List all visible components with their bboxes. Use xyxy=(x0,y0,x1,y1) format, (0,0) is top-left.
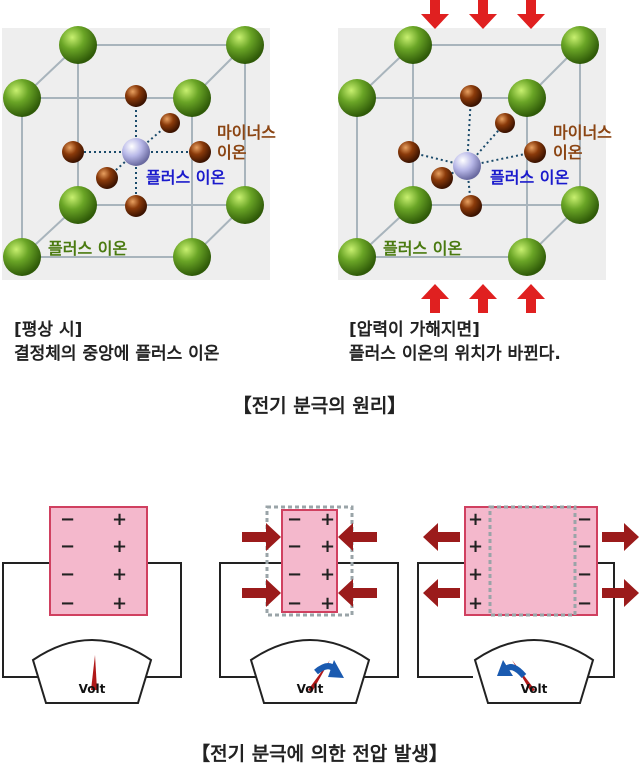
corner-ion-label: 플러스 이온 xyxy=(48,239,127,258)
voltmeter xyxy=(249,639,371,704)
crystal-block xyxy=(281,509,338,613)
right-arrow-icon xyxy=(242,579,281,607)
caption-normal-text: 결정체의 중앙에 플러스 이온 xyxy=(14,344,220,364)
center-plus-ion xyxy=(122,138,150,166)
left-arrow-icon xyxy=(423,579,460,607)
caption-pressure: [압력이 가해지면] 플러스 이온의 위치가 바뀐다. xyxy=(349,318,561,366)
svg-text:−: − xyxy=(60,509,75,530)
svg-text:−: − xyxy=(60,536,75,557)
svg-text:+: + xyxy=(320,564,335,585)
up-arrow-icon xyxy=(517,284,545,313)
right-arrow-icon xyxy=(242,523,281,551)
svg-text:+: + xyxy=(112,509,127,530)
pressure-arrows-bottom xyxy=(421,284,545,313)
original-outline xyxy=(488,505,577,617)
right-arrow-icon xyxy=(602,579,639,607)
curved-arrow-icon xyxy=(497,660,513,676)
right-arrow-icon xyxy=(602,523,639,551)
center-ion-label: 플러스 이온 xyxy=(490,168,569,187)
original-outline xyxy=(265,505,354,617)
svg-text:−: − xyxy=(60,593,75,614)
center-plus-ion xyxy=(453,152,481,180)
minus-ion-label-1: 마이너스 xyxy=(553,123,612,142)
svg-text:+: + xyxy=(468,564,483,585)
caption-pressure-title: [압력이 가해지면] xyxy=(349,320,480,340)
charge-signs: − + − + − + − + xyxy=(60,509,127,614)
minus-ions xyxy=(398,85,546,217)
up-arrow-icon xyxy=(469,284,497,313)
svg-text:+: + xyxy=(468,536,483,557)
stretch-arrows xyxy=(423,523,639,607)
crystal-block xyxy=(49,506,148,616)
down-arrow-icon xyxy=(469,0,497,29)
minus-ion-label-2: 이온 xyxy=(217,143,247,162)
compress-arrows xyxy=(242,523,377,607)
voltage-circuit-neutral: − + − + − + − + Volt xyxy=(2,506,182,704)
minus-ion-label-2: 이온 xyxy=(553,143,583,162)
svg-text:−: − xyxy=(287,593,302,614)
curved-arrow-icon xyxy=(328,660,344,678)
svg-text:−: − xyxy=(287,536,302,557)
minus-ions xyxy=(62,85,211,217)
svg-text:+: + xyxy=(320,536,335,557)
svg-text:−: − xyxy=(577,593,592,614)
crystal-pressed: 마이너스 이온 플러스 이온 플러스 이온 xyxy=(338,0,612,313)
corner-ion-label: 플러스 이온 xyxy=(383,239,462,258)
svg-text:−: − xyxy=(577,509,592,530)
svg-text:−: − xyxy=(577,536,592,557)
meter-needle xyxy=(91,655,97,690)
voltmeter xyxy=(31,639,153,704)
caption-normal: [평상 시] 결정체의 중앙에 플러스 이온 xyxy=(14,318,219,366)
svg-text:+: + xyxy=(320,509,335,530)
left-arrow-icon xyxy=(338,579,377,607)
title-voltage: 【전기 분극에 의한 전압 발생】 xyxy=(191,743,448,765)
charge-signs: + − + − + − + − xyxy=(468,509,592,614)
voltage-circuit-compressed: −+ −+ −+ −+ Volt xyxy=(219,505,399,704)
up-arrow-icon xyxy=(421,284,449,313)
minus-ion-label-1: 마이너스 xyxy=(217,123,276,142)
corner-plus-ions xyxy=(3,26,264,276)
charge-signs: −+ −+ −+ −+ xyxy=(287,509,335,614)
crystal-block xyxy=(464,506,598,616)
svg-text:+: + xyxy=(112,536,127,557)
svg-text:−: − xyxy=(577,564,592,585)
corner-plus-ions xyxy=(338,26,599,276)
voltage-circuit-stretched: + − + − + − + − Volt xyxy=(417,505,639,704)
svg-text:+: + xyxy=(112,593,127,614)
svg-text:−: − xyxy=(287,564,302,585)
svg-text:+: + xyxy=(468,509,483,530)
svg-text:+: + xyxy=(320,593,335,614)
svg-text:−: − xyxy=(287,509,302,530)
meter-label: Volt xyxy=(297,682,324,696)
center-ion-label: 플러스 이온 xyxy=(146,168,225,187)
left-arrow-icon xyxy=(423,523,460,551)
caption-normal-title: [평상 시] xyxy=(14,320,83,340)
pressure-arrows-top xyxy=(421,0,545,29)
title-principle: 【전기 분극의 원리】 xyxy=(232,395,407,417)
svg-text:+: + xyxy=(468,593,483,614)
voltmeter xyxy=(473,639,595,704)
meter-label: Volt xyxy=(79,682,106,696)
left-arrow-icon xyxy=(338,523,377,551)
down-arrow-icon xyxy=(517,0,545,29)
meter-label: Volt xyxy=(521,682,548,696)
svg-text:−: − xyxy=(60,564,75,585)
down-arrow-icon xyxy=(421,0,449,29)
crystal-normal: 마이너스 이온 플러스 이온 플러스 이온 xyxy=(2,26,276,280)
svg-text:+: + xyxy=(112,564,127,585)
caption-pressure-text: 플러스 이온의 위치가 바뀐다. xyxy=(349,344,561,364)
